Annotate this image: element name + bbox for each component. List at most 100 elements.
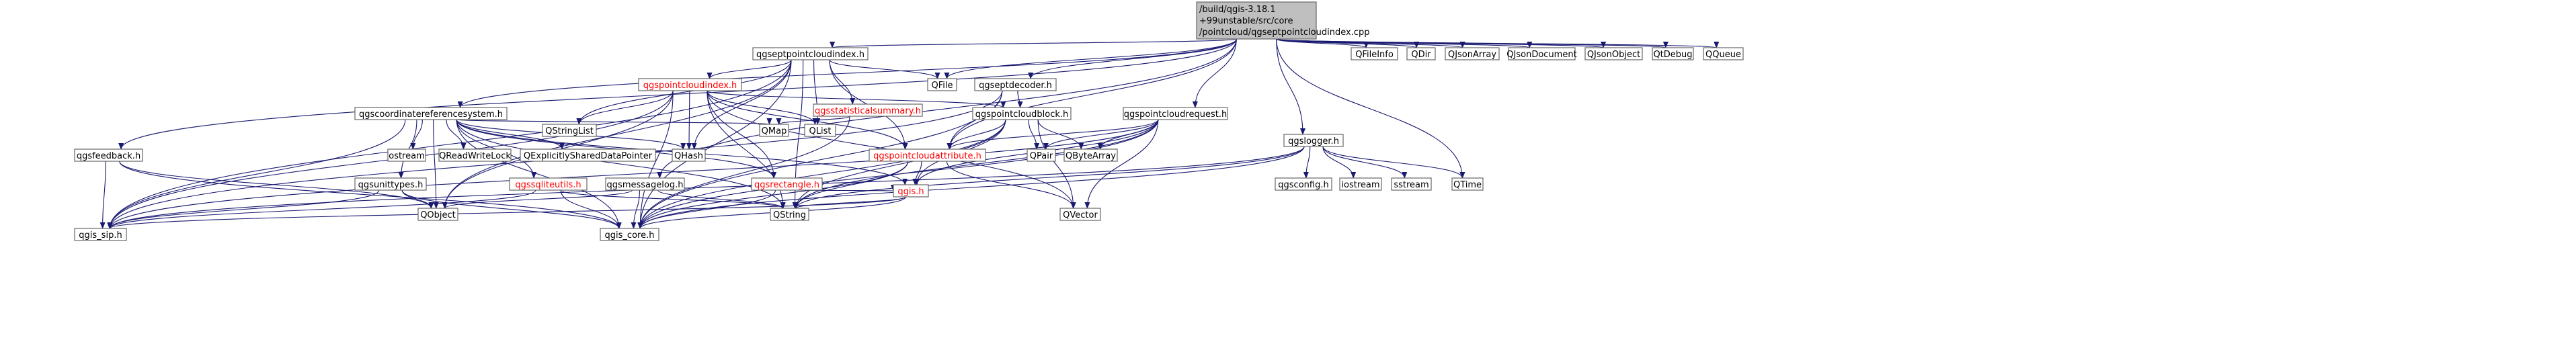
node-label: qgseptpointcloudindex.h xyxy=(756,50,864,60)
node-feedback_h[interactable]: qgsfeedback.h xyxy=(74,148,143,162)
edge-ept_index_h-to-qfile xyxy=(829,59,940,79)
node-label: QJsonArray xyxy=(1448,50,1496,60)
node-qgis_core_h[interactable]: qgis_core.h xyxy=(600,228,659,241)
node-label: qgspointcloudrequest.h xyxy=(1124,110,1227,120)
node-qgsconfig_h[interactable]: qgsconfig.h xyxy=(1275,177,1332,191)
root-node: /build/qgis-3.18.1+99unstable/src/core/p… xyxy=(1196,1,1369,40)
node-qstringlist[interactable]: QStringList xyxy=(542,124,597,137)
edge-root-to-crs_h xyxy=(457,38,1237,108)
node-box xyxy=(974,78,1057,91)
node-eptdecoder_h[interactable]: qgseptdecoder.h xyxy=(974,78,1057,91)
node-qtdebug[interactable]: QtDebug xyxy=(1652,47,1694,60)
node-label: ostream xyxy=(389,151,425,161)
edge-crs_h-to-qexplicitly xyxy=(456,119,565,150)
edge-root-to-pointcloudattribute_h xyxy=(947,38,1237,150)
node-box xyxy=(1445,47,1500,60)
node-qreadwritelock[interactable]: QReadWriteLock xyxy=(438,148,512,162)
node-label: QPair xyxy=(1030,151,1053,161)
edge-unittypes_h-to-qgis_core_h xyxy=(401,189,622,229)
node-ostream[interactable]: ostream xyxy=(387,148,426,162)
node-box xyxy=(1652,47,1694,60)
node-qvector[interactable]: QVector xyxy=(1059,208,1101,221)
edge-pointcloudindex_h-to-rectangle_h xyxy=(707,90,777,179)
node-sqliteutils_h[interactable]: qgssqliteutils.h xyxy=(509,177,588,191)
root-label-line: /build/qgis-3.18.1 xyxy=(1199,5,1276,15)
node-qqueue[interactable]: QQueue xyxy=(1703,47,1744,60)
node-qpair[interactable]: QPair xyxy=(1027,148,1056,162)
node-qhash[interactable]: QHash xyxy=(672,148,706,162)
node-logger_h[interactable]: qgslogger.h xyxy=(1283,134,1344,147)
node-qbytearray[interactable]: QByteArray xyxy=(1063,148,1118,162)
edge-logger_h-to-qgsconfig_h xyxy=(1303,146,1311,179)
edge-feedback_h-to-qgis_sip_h xyxy=(99,161,106,229)
edge-pointcloudattribute_h-to-qgis_core_h xyxy=(637,161,909,229)
node-box xyxy=(1508,47,1576,60)
node-qdir[interactable]: QDir xyxy=(1406,47,1436,60)
node-box xyxy=(1283,134,1344,147)
node-qtime[interactable]: QTime xyxy=(1451,177,1484,191)
node-crs_h[interactable]: qgscoordinatereferencesystem.h xyxy=(354,107,508,120)
node-box xyxy=(813,103,923,117)
node-unittypes_h[interactable]: qgsunittypes.h xyxy=(354,177,427,191)
node-qjsonobject[interactable]: QJsonObject xyxy=(1584,47,1643,60)
node-box xyxy=(605,177,685,191)
node-qobject[interactable]: QObject xyxy=(417,208,458,221)
edge-root-to-pointcloudrequest_h xyxy=(1192,38,1237,108)
node-box xyxy=(927,78,957,91)
node-pointcloudblock_h[interactable]: qgspointcloudblock.h xyxy=(972,107,1072,120)
node-ept_index_h[interactable]: qgseptpointcloudindex.h xyxy=(752,47,869,60)
node-label: QList xyxy=(809,126,832,136)
node-box xyxy=(1275,177,1332,191)
edge-sqliteutils_h-to-qgis_sip_h xyxy=(107,189,536,229)
node-messagelog_h[interactable]: qgsmessagelog.h xyxy=(605,177,685,191)
root-label-line: /pointcloud/qgseptpointcloudindex.cpp xyxy=(1199,28,1369,38)
node-rectangle_h[interactable]: qgsrectangle.h xyxy=(751,177,823,191)
node-box xyxy=(751,177,823,191)
node-pointcloudindex_h[interactable]: qgspointcloudindex.h xyxy=(638,78,742,91)
node-box xyxy=(972,107,1072,120)
node-box xyxy=(752,47,869,60)
edge-feedback_h-to-qgis_core_h xyxy=(119,161,622,229)
node-box xyxy=(74,228,127,241)
node-pointcloudattribute_h[interactable]: qgspointcloudattribute.h xyxy=(869,148,986,162)
node-statisticalsummary_h[interactable]: qgsstatisticalsummary.h xyxy=(813,103,923,117)
node-box xyxy=(1391,177,1432,191)
node-sstream[interactable]: sstream xyxy=(1391,177,1432,191)
node-box xyxy=(1703,47,1744,60)
node-box xyxy=(520,148,656,162)
node-box xyxy=(509,177,588,191)
node-label: sstream xyxy=(1394,180,1428,190)
node-label: qgsrectangle.h xyxy=(754,180,819,190)
edge-sqliteutils_h-to-qstring xyxy=(560,189,786,209)
node-qstring[interactable]: QString xyxy=(770,208,809,221)
node-qlist[interactable]: QList xyxy=(804,124,836,137)
node-qexplicitly[interactable]: QExplicitlySharedDataPointer xyxy=(520,148,656,162)
node-box xyxy=(1059,208,1101,221)
node-iostream[interactable]: iostream xyxy=(1339,177,1382,191)
node-qjsondocument[interactable]: QJsonDocument xyxy=(1506,47,1577,60)
edge-rectangle_h-to-qgis_core_h xyxy=(637,189,776,229)
node-qgis_sip_h[interactable]: qgis_sip.h xyxy=(74,228,127,241)
node-label: qgssqliteutils.h xyxy=(515,180,581,190)
edge-eptdecoder_h-to-pointcloudblock_h xyxy=(1017,90,1023,108)
node-label: QJsonObject xyxy=(1587,50,1640,60)
node-qfileinfo[interactable]: QFileInfo xyxy=(1351,47,1398,60)
node-box xyxy=(600,228,659,241)
node-pointcloudrequest_h[interactable]: qgspointcloudrequest.h xyxy=(1123,107,1228,120)
root-label-line: +99unstable/src/core xyxy=(1199,16,1293,26)
edge-ept_index_h-to-qstringlist xyxy=(576,59,792,125)
node-qfile[interactable]: QFile xyxy=(927,78,957,91)
node-qgis_h[interactable]: qgis.h xyxy=(893,184,929,198)
node-label: QHash xyxy=(674,151,703,161)
node-box xyxy=(417,208,458,221)
node-label: qgseptdecoder.h xyxy=(979,81,1052,91)
node-box xyxy=(638,78,742,91)
edge-logger_h-to-iostream xyxy=(1322,146,1357,179)
edge-pointcloudrequest_h-to-qvector xyxy=(1084,119,1159,209)
edge-root-to-qtime xyxy=(1276,38,1465,179)
node-box xyxy=(438,148,512,162)
node-label: qgis_sip.h xyxy=(79,230,122,241)
edge-pointcloudblock_h-to-qbytearray xyxy=(1037,119,1084,150)
node-qjsonarray[interactable]: QJsonArray xyxy=(1445,47,1500,60)
node-qmap[interactable]: QMap xyxy=(759,124,789,137)
